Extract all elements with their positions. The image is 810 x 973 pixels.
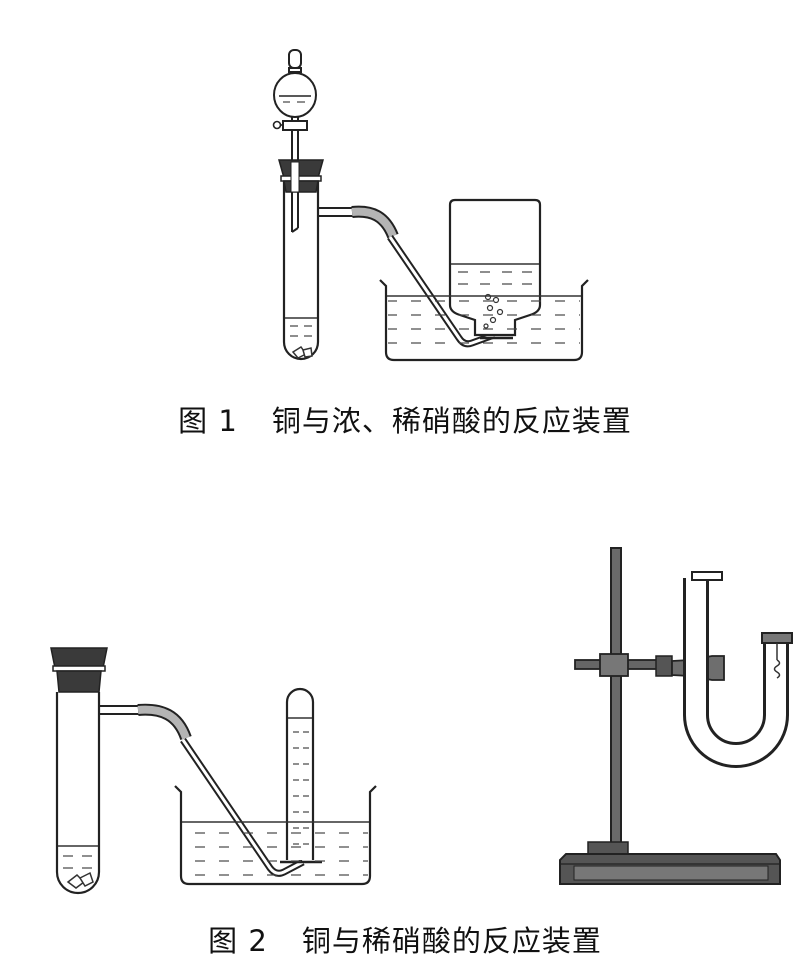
figure2-apparatus: [50, 647, 377, 895]
stand-rod: [610, 547, 622, 849]
figure1-apparatus: [272, 49, 589, 362]
stand-base: [559, 841, 781, 885]
figure2-number: 图 2: [208, 924, 268, 958]
water-trough-2: [174, 785, 377, 886]
test-tube-1: [282, 160, 355, 361]
water-trough-1: [379, 279, 589, 362]
figure2-title: 铜与稀硝酸的反应装置: [301, 924, 602, 958]
rubber-stopper-1: [278, 159, 324, 193]
figure1-number: 图 1: [178, 404, 238, 438]
u-tube: [683, 571, 793, 768]
rubber-stopper-2: [50, 647, 108, 693]
separatory-funnel: [272, 49, 317, 160]
figure1-title: 铜与浓、稀硝酸的反应装置: [271, 404, 632, 438]
figure2-stand-apparatus: [559, 547, 793, 885]
figure1-caption: 图 1 铜与浓、稀硝酸的反应装置: [0, 398, 810, 440]
test-tube-2: [55, 692, 140, 895]
figure2-caption: 图 2 铜与稀硝酸的反应装置: [0, 918, 810, 960]
